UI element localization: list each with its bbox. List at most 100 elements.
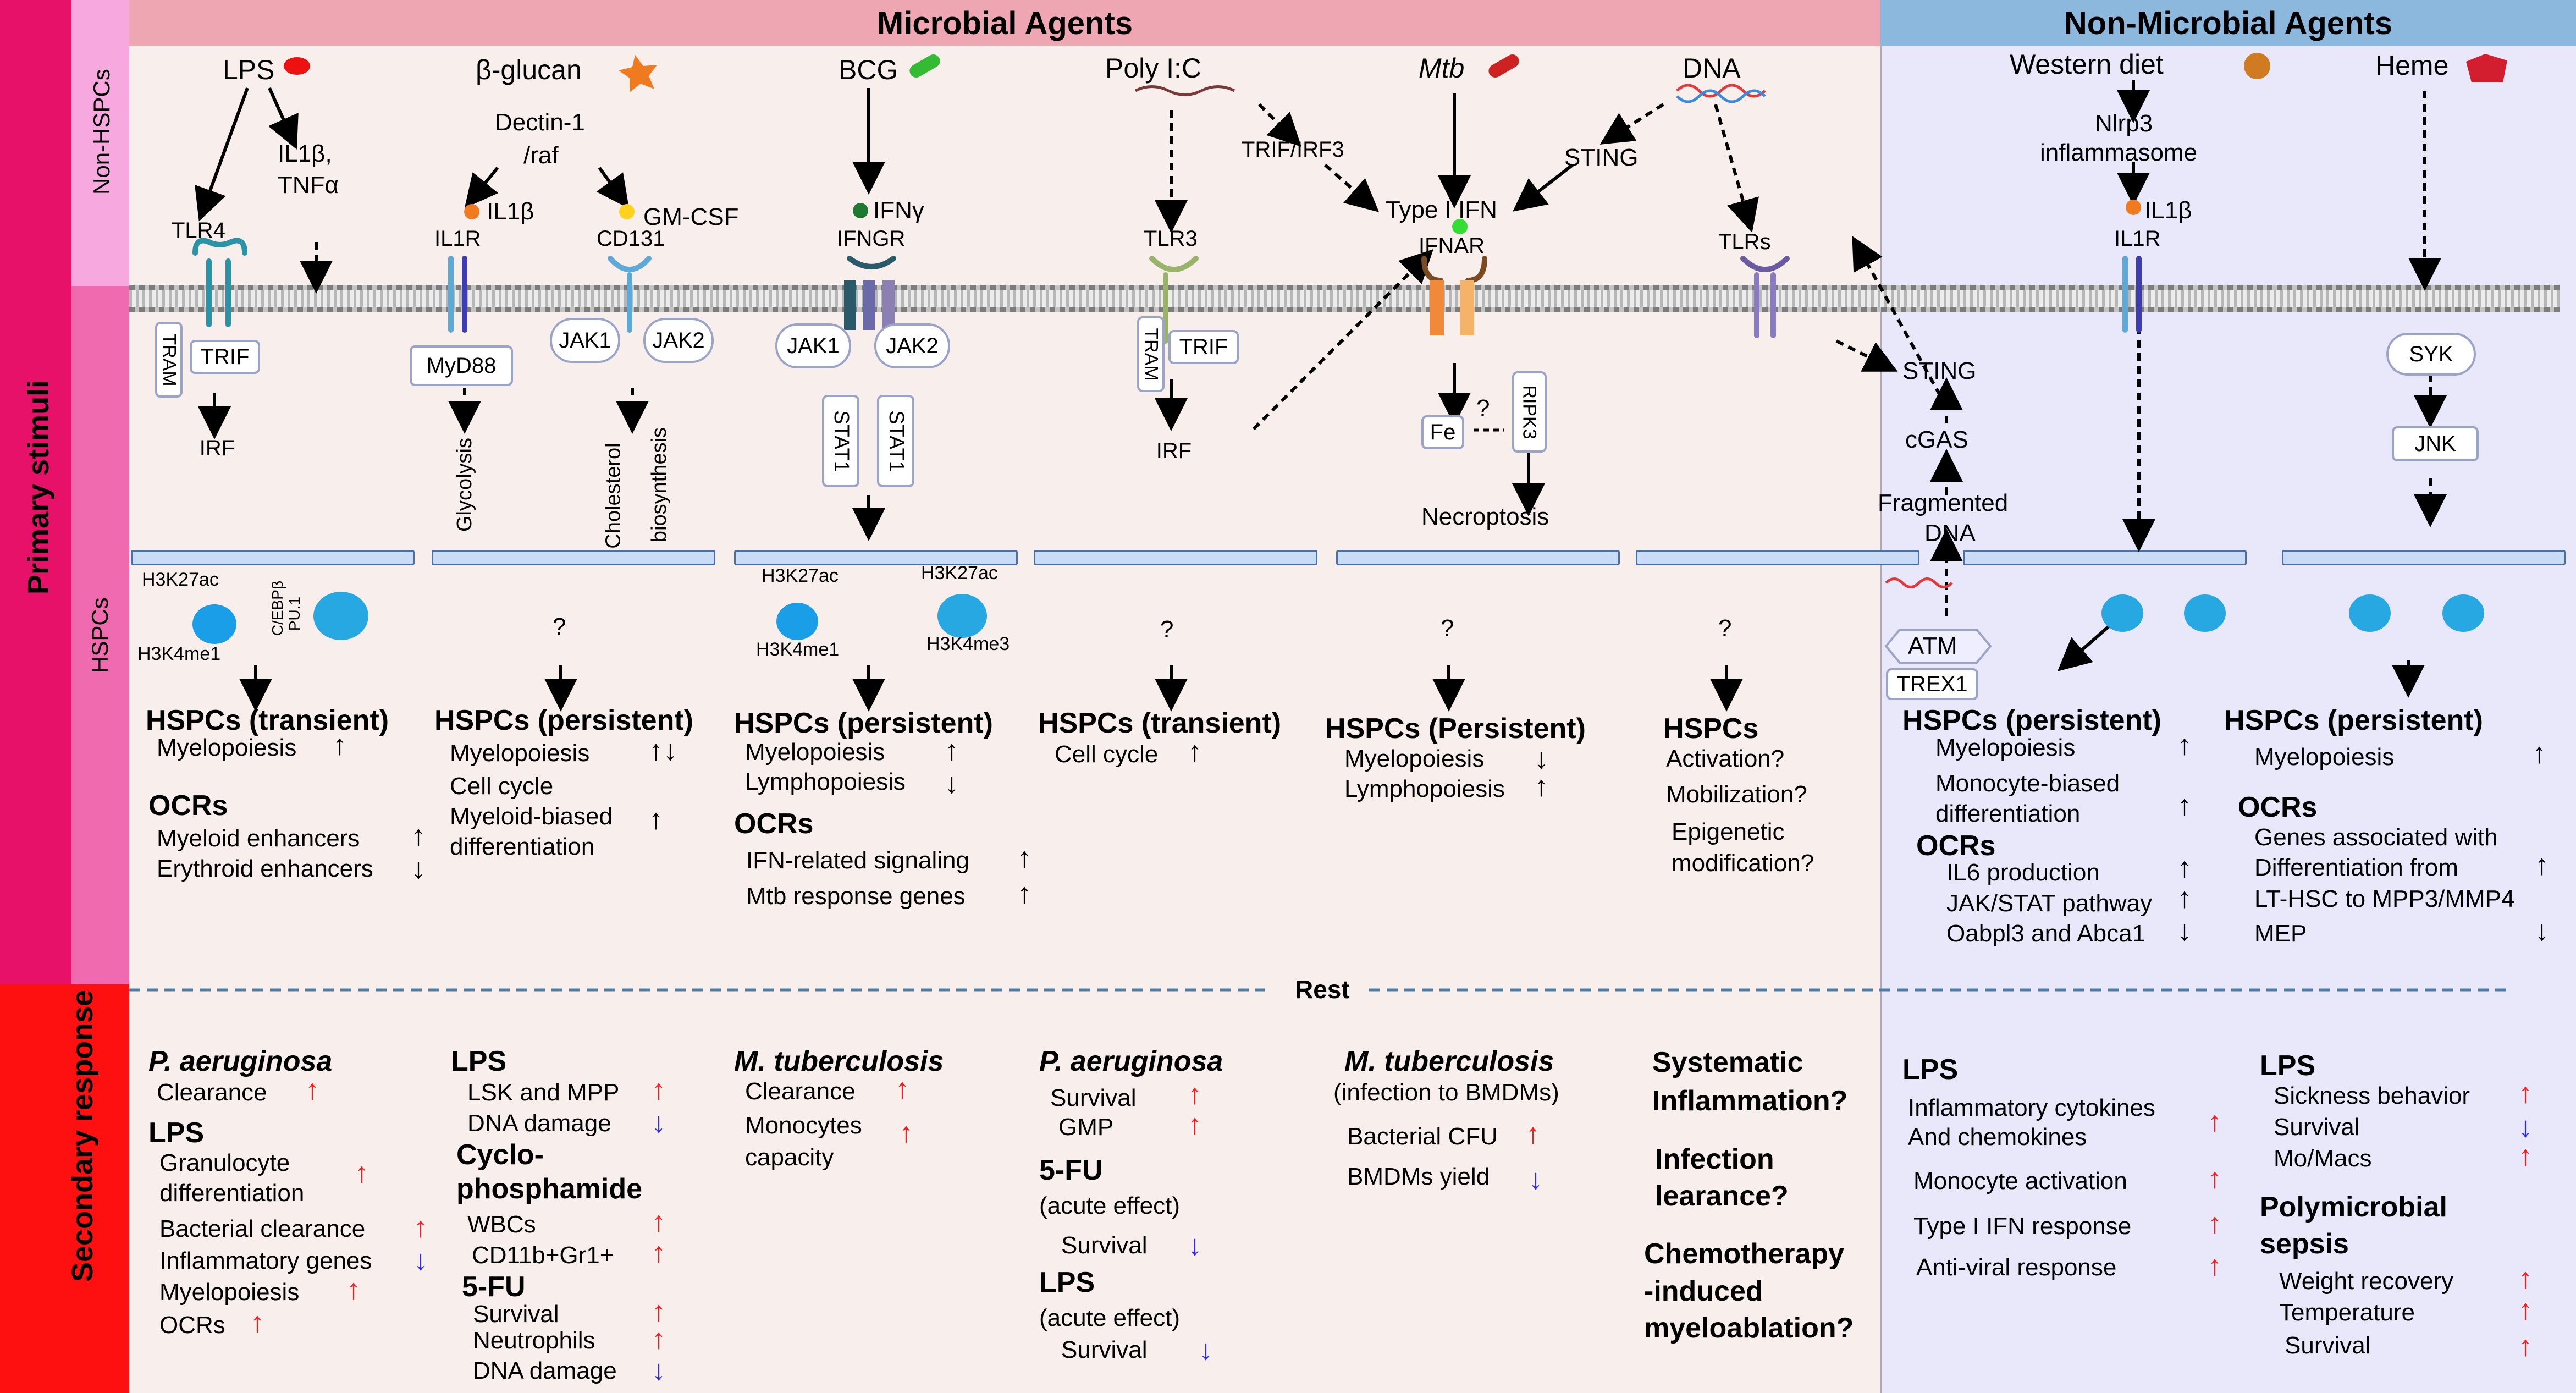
down-arrow-icon: ↓ [411, 853, 426, 885]
bglucan-jak2: JAK2 [643, 318, 714, 363]
bglucan-item: differentiation [450, 833, 595, 860]
sec-item: Bacterial CFU [1347, 1123, 1498, 1150]
down-arrow-icon: ↓ [1529, 1164, 1543, 1196]
up-arrow-icon: ↑ [1188, 1109, 1202, 1141]
sec-heading: M. tuberculosis [734, 1045, 944, 1077]
down-arrow-icon: ↓ [2518, 1111, 2533, 1143]
wd-ocr-item: Oabpl3 and Abca1 [1946, 920, 2146, 947]
polyic-trif-box: TRIF [1168, 330, 1239, 364]
bcg-mark-h3k4me3: H3K4me3 [926, 634, 1010, 654]
sec-item: Monocytes [745, 1112, 862, 1139]
sec-item: Survival [2274, 1114, 2360, 1141]
lps-cytokine: IL1β, [278, 140, 332, 167]
polyic-item: Cell cycle [1055, 741, 1159, 768]
up-down-arrow-icon: ↑↓ [649, 735, 677, 767]
polyic-outcome: HSPCs (transient) [1038, 707, 1282, 739]
up-arrow-icon: ↑ [2518, 1140, 2533, 1172]
wd-item: Monocyte-biased [1935, 770, 2120, 797]
sec-heading: sepsis [2260, 1228, 2349, 1260]
sec-item: CD11b+Gr1+ [472, 1242, 614, 1269]
dna-unknown: ? [1718, 615, 1732, 642]
sec-item: capacity [745, 1144, 834, 1171]
down-arrow-icon: ↓ [652, 1355, 666, 1386]
mtb-necroptosis: Necroptosis [1421, 503, 1549, 530]
wd-rec: IL1R [2114, 227, 2161, 251]
bcg-stat1: STAT1 [822, 395, 859, 487]
up-arrow-icon: ↑ [411, 820, 426, 852]
wd-outcome: HSPCs (persistent) [1902, 704, 2161, 736]
wd-lig: IL1β [2144, 197, 2192, 224]
bglucan-jak1: JAK1 [550, 318, 620, 363]
sec-item: Clearance [157, 1079, 267, 1106]
lps-cytokine2: TNFα [278, 172, 339, 199]
wd-infl: Nlrp3 [2095, 110, 2153, 137]
bglucan-biosynthesis: biosynthesis [648, 427, 671, 543]
heme-syk: SYK [2386, 333, 2476, 376]
bglucan-rec1: IL1R [434, 227, 481, 251]
up-arrow-icon: ↑ [2518, 1263, 2533, 1295]
bcg-stat1b: STAT1 [877, 395, 914, 487]
sec-heading: -induced [1644, 1275, 1763, 1307]
sec-heading: phosphamide [456, 1173, 643, 1205]
sec-heading: LPS [148, 1117, 205, 1149]
sec-item: Survival [473, 1301, 559, 1328]
heme-ocr-item: MEP [2254, 920, 2307, 947]
wd-sting: STING [1902, 357, 1977, 384]
mtb-lig: Type I IFN [1386, 196, 1497, 223]
up-arrow-icon: ↑ [346, 1274, 361, 1306]
up-arrow-icon: ↑ [649, 803, 663, 835]
sec-item: Granulocyte [159, 1149, 290, 1176]
dna-outcome: HSPCs [1663, 713, 1759, 745]
heme-ocr-item: Genes associated with [2254, 824, 2498, 851]
lps-irf: IRF [199, 436, 235, 460]
up-arrow-icon: ↑ [2177, 729, 2192, 761]
sec-heading: LPS [2260, 1050, 2316, 1082]
polyic-agent: Poly I:C [1105, 53, 1202, 84]
dna-agent: DNA [1683, 53, 1741, 84]
bcg-mark-h3k27ac: H3K27ac [762, 565, 839, 586]
bcg-ocr-item: Mtb response genes [746, 883, 966, 910]
heme-item: Myelopoiesis [2254, 744, 2395, 770]
sec-item: Monocyte activation [1913, 1168, 2127, 1194]
dna-item: Epigenetic [1672, 818, 1785, 845]
up-arrow-icon: ↑ [1534, 770, 1548, 802]
mtb-agent: Mtb [1419, 53, 1465, 84]
down-arrow-icon: ↓ [652, 1107, 666, 1139]
down-arrow-icon: ↓ [2177, 915, 2192, 947]
bglucan-agent: β-glucan [476, 54, 582, 85]
bglucan-unknown: ? [553, 613, 566, 640]
down-arrow-icon: ↓ [1188, 1230, 1202, 1262]
sec-heading: M. tuberculosis [1344, 1045, 1554, 1077]
polyic-irf: IRF [1156, 438, 1192, 463]
down-arrow-icon: ↓ [945, 768, 959, 800]
bcg-lig: IFNγ [873, 197, 924, 224]
sec-heading: 5-FU [1039, 1154, 1103, 1186]
up-arrow-icon: ↑ [899, 1117, 913, 1149]
microbial-background [129, 0, 1880, 984]
wd-ocr-item: JAK/STAT pathway [1946, 890, 2153, 917]
polyic-trif: TRIF/IRF3 [1242, 137, 1344, 162]
sec-heading: P. aeruginosa [148, 1045, 333, 1077]
mtb-q: ? [1476, 395, 1490, 422]
sec-item: Survival [2285, 1332, 2371, 1359]
up-arrow-icon: ↑ [1188, 736, 1202, 768]
bglucan-mediator: Dectin-1 [495, 109, 585, 136]
up-arrow-icon: ↑ [945, 735, 959, 767]
polyic-tram: TRAM [1137, 316, 1165, 392]
sec-item: Mo/Macs [2274, 1145, 2372, 1172]
heme-ocr-item: LT-HSC to MPP3/MMP4 [2254, 885, 2515, 912]
lps-mark-h3k4me1: H3K4me1 [137, 643, 221, 664]
non-microbial-header: Non-Microbial Agents [1880, 0, 2576, 46]
sec-item: DNA damage [473, 1357, 617, 1384]
nuclear-bar [131, 550, 415, 565]
up-arrow-icon: ↑ [2518, 1330, 2533, 1362]
microbial-header: Microbial Agents [129, 0, 1880, 46]
bcg-item: Lymphopoiesis [745, 768, 906, 795]
up-arrow-icon: ↑ [2535, 849, 2549, 881]
secondary-band [0, 984, 129, 1393]
lps-ocr-item: Erythroid enhancers [157, 855, 373, 882]
heme-ocrs: OCRs [2238, 791, 2318, 823]
bcg-agent: BCG [839, 54, 898, 85]
sec-heading: Chemotherapy [1644, 1238, 1845, 1270]
wd-frag2: DNA [1924, 520, 1976, 547]
